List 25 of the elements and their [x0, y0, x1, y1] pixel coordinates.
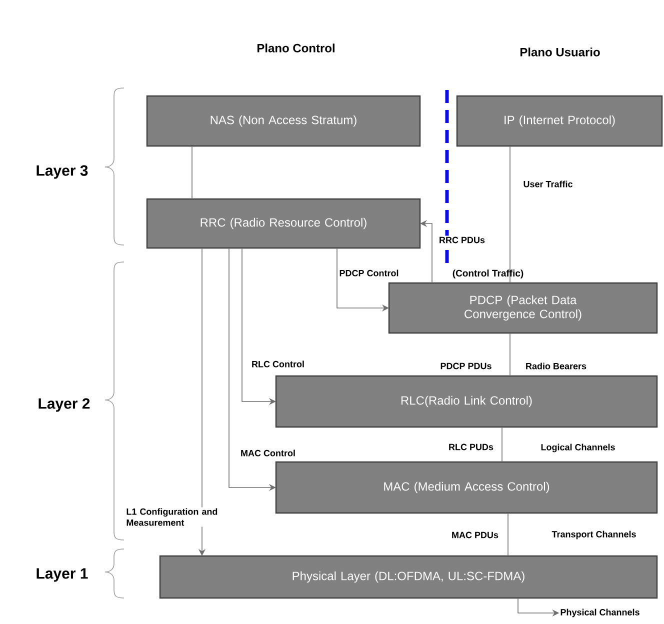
channel-label: Transport Channels — [552, 530, 636, 540]
channel-label: (Control Traffic) — [452, 270, 524, 278]
layer-box: IP (Internet Protocol) — [456, 95, 663, 147]
plane-title: Plano Usuario — [520, 48, 600, 56]
edge-label: L1 Configuration and Measurement — [126, 508, 218, 526]
plane-title: Plano Control — [257, 44, 334, 52]
layer-box: RRC (Radio Resource Control) — [146, 198, 421, 249]
channel-label: Physical Channels — [560, 608, 640, 618]
layer-box: NAS (Non Access Stratum) — [146, 95, 421, 147]
layer-box: MAC (Medium Access Control) — [275, 461, 658, 514]
layer-box: Physical Layer (DL:OFDMA, UL:SC-FDMA) — [159, 555, 658, 599]
edge-label: RRC PDUs — [440, 236, 485, 244]
edge-label: User Traffic — [524, 180, 572, 188]
channel-label: Logical Channels — [541, 444, 615, 452]
layer-box: PDCP (Packet Data Convergence Control) — [388, 282, 658, 334]
edge-label: PDCP Control — [340, 270, 398, 276]
layer-box: RLC(Radio Link Control) — [275, 375, 658, 428]
edge-label: MAC PDUs — [452, 532, 498, 538]
layer-label: Layer 3 — [36, 165, 88, 179]
edge-label: RLC PUDs — [449, 444, 494, 450]
edge-label: MAC Control — [241, 450, 295, 456]
edge-label: RLC Control — [252, 360, 304, 368]
layer-label: Layer 2 — [38, 398, 90, 412]
edge-label: PDCP PDUs — [440, 362, 492, 370]
layer-label: Layer 1 — [36, 568, 88, 582]
